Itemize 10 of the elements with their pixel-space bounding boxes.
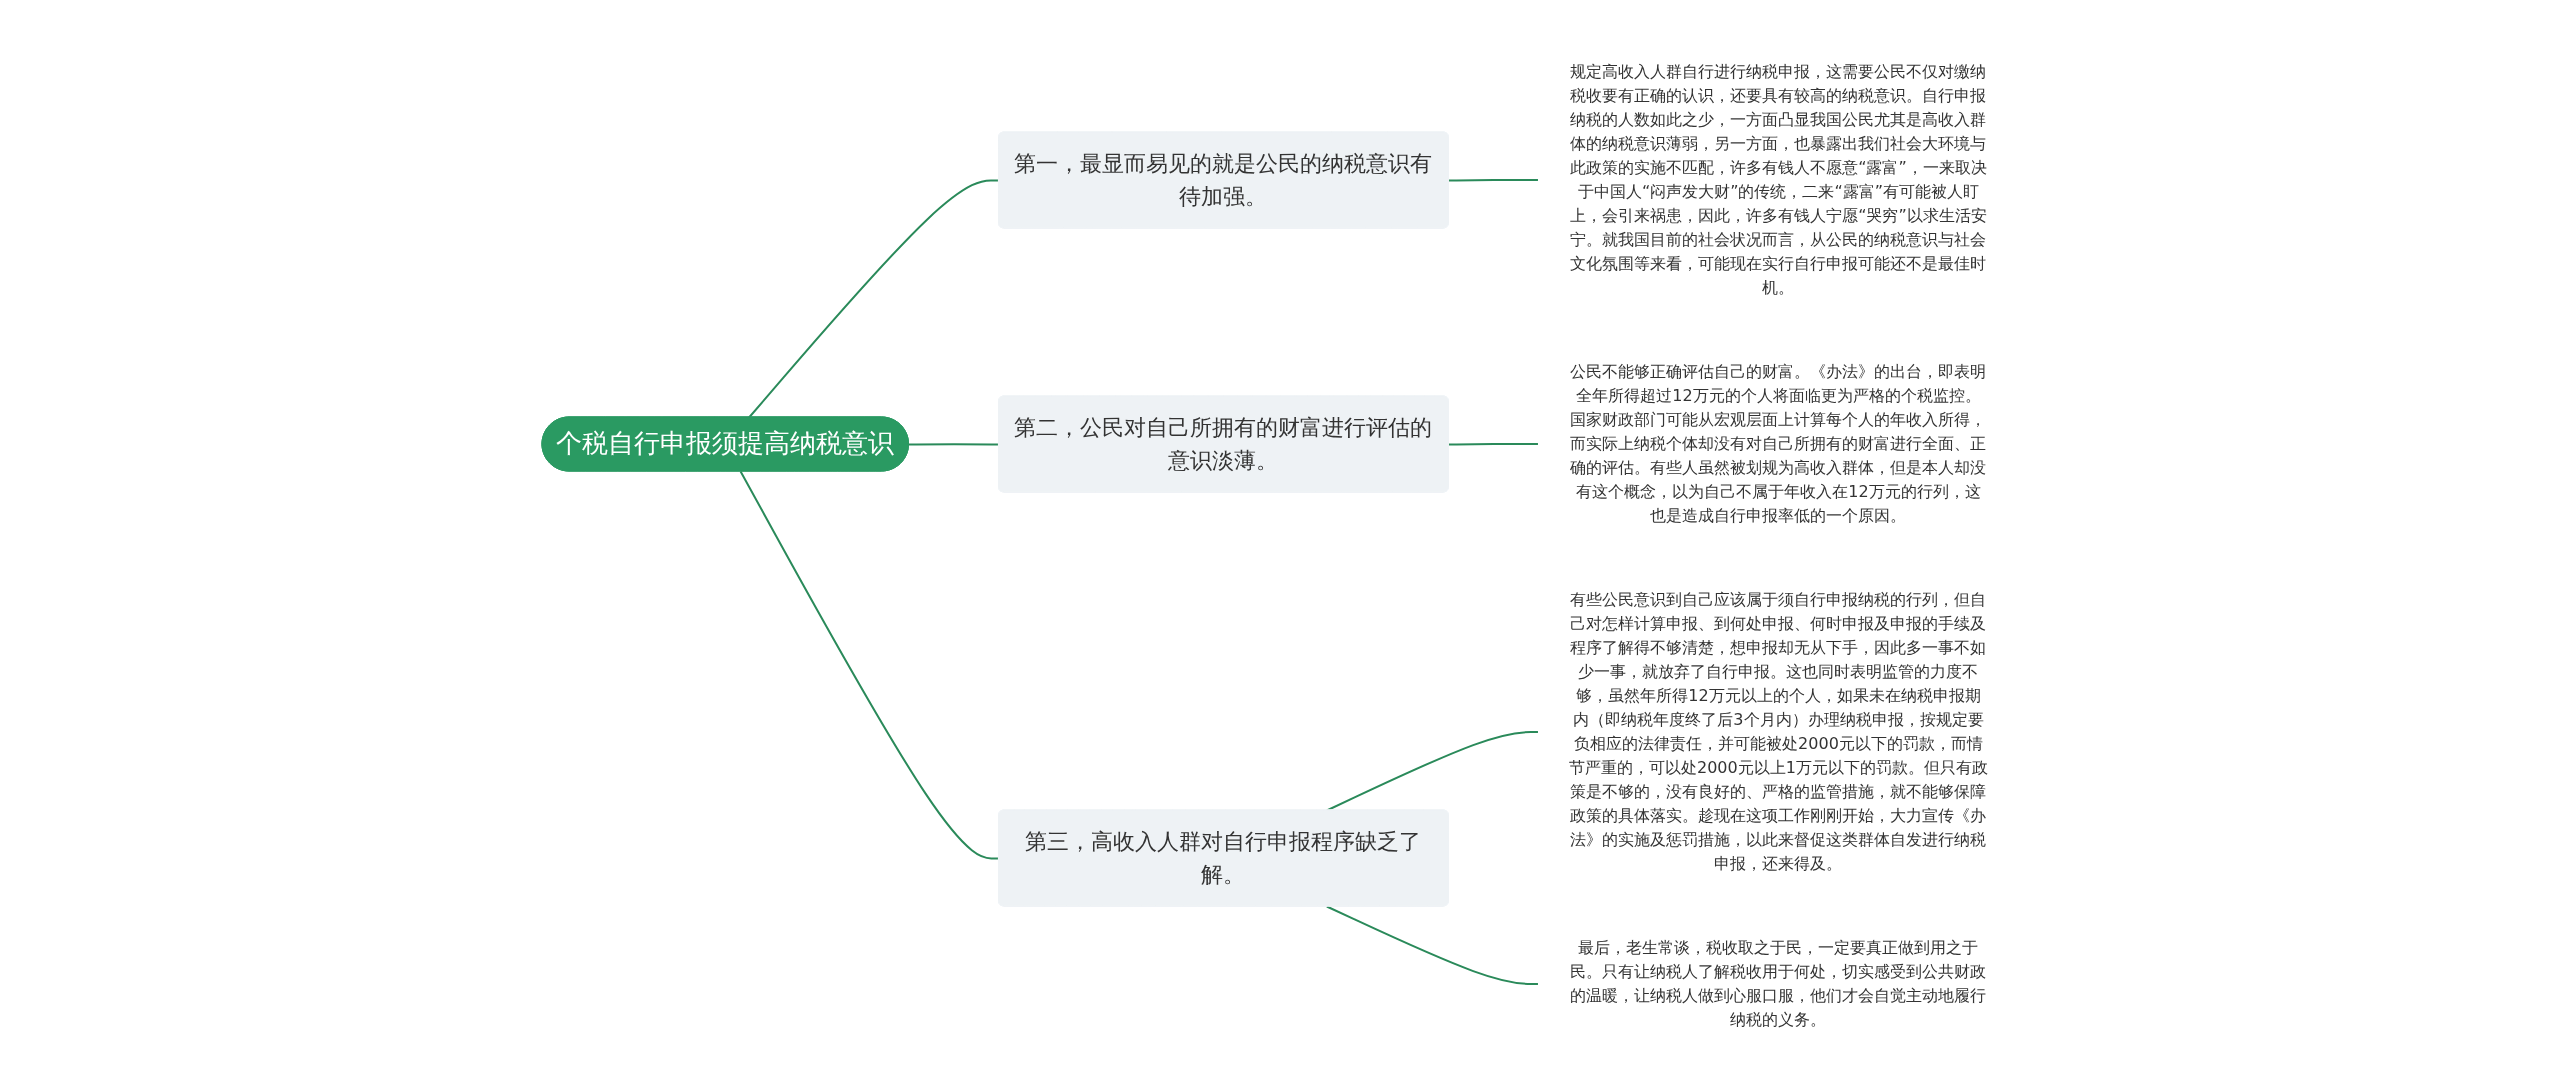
connector bbox=[1325, 905, 1540, 985]
connector bbox=[1447, 442, 1540, 445]
node-text: 最后，老生常谈，税收取之于民，一定要真正做到用之于民。只有让纳税人了解税收用于何处，切实感受到公共财政的温暖，让纳税人做到心服口服，他们才会自觉主动地履行纳税的义务。 bbox=[1570, 937, 1987, 1029]
connector bbox=[747, 178, 1000, 418]
connector bbox=[739, 470, 1000, 859]
node-text: 规定高收入人群自行进行纳税申报，这需要公民不仅对缴纳税收要有正确的认识，还要具有较高的纳税意识。自行申报纳税的人数如此之少，一方面凸显我国公民尤其是高收入群体的纳税意识薄弱，另一方面，也暴露出我们社会大环境与此政策的实施不匹配，许多有钱人不愿意“露富”，一来取决于中国人“闷声发大财”的传统，二来“露富”有可能被人盯上，会引来祸患，因此，许多有钱人宁愿“哭穷”以求生活安宁。就我国目前的社会状况而言，从公民的纳税意识与社会文化氛围等来看，可能现在实行自行申报可能还不是最佳时机。 bbox=[1569, 61, 1987, 297]
connector bbox=[1447, 178, 1540, 181]
node-text: 有些公民意识到自己应该属于须自行申报纳税的行列，但自己对怎样计算申报、到何处申报、何时申报及申报的手续及程序了解得不够清楚，想申报却无从下手，因此多一事不如少一事，就放弃了自行申报。这也同时表明监管的力度不够，虽然年所得12万元以上的个人，如果未在纳税申报期内（即纳税年度终了后3个月内）办理纳税申报，按规定要负相应的法律责任，并可能被处2000元以下的罚款，而情节严重的，可以处2000元以上1万元以下的罚款。但只有政策是不够的，没有良好的、严格的监管措施，就不能够保障政策的具体落实。趁现在这项工作刚刚开始，大力宣传《办法》的实施及惩罚措施，以此来督促这类群体自发进行纳税申报，还来得及。 bbox=[1568, 589, 1988, 873]
connector bbox=[907, 442, 1000, 445]
node-text: 公民不能够正确评估自己的财富。《办法》的出台，即表明全年所得超过12万元的个人将面临更为严格的个税监控。国家财政部门可能从宏观层面上计算每个人的年收入所得，而实际上纳税个体却没有对自己所拥有的财富进行全面、正确的评估。有些人虽然被划规为高收入群体，但是本人却没有这个概念，以为自己不属于年收入在12万元的行列，这也是造成自行申报率低的一个原因。 bbox=[1570, 361, 1987, 525]
